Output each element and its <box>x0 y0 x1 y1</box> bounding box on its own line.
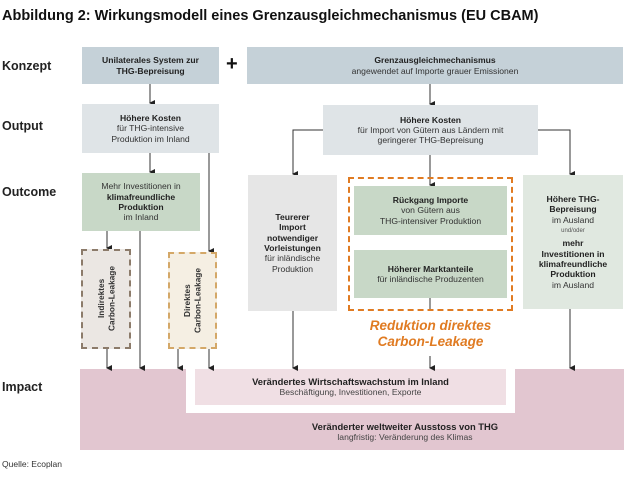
source-note: Quelle: Ecoplan <box>2 459 63 469</box>
figure-title: Abbildung 2: Wirkungsmodell eines Grenza… <box>2 8 539 24</box>
ausland-l2: Bepreisung <box>549 204 597 215</box>
row-label-output: Output <box>2 119 43 133</box>
output-import-box: Höhere Kosten für Import von Gütern aus … <box>323 105 538 155</box>
output-import-line2: geringerer THG-Bepreisung <box>377 135 484 146</box>
impact-wachstum-box: Verändertes Wirtschaftswachstum im Inlan… <box>195 369 506 405</box>
marktanteile-line1: für inländische Produzenten <box>377 274 484 284</box>
output-inland-line1: für THG-intensive <box>116 123 185 134</box>
row-label-outcome: Outcome <box>2 185 57 199</box>
teurerer-l5: für inländische <box>264 253 321 264</box>
ausland-connector: und/oder <box>561 228 585 235</box>
konzept-unilateral-box: Unilaterales System zur THG-Bepreisung <box>82 47 219 84</box>
konzept-cbam-box: Grenzausgleichmechanismus angewendet auf… <box>247 47 623 84</box>
ausland-l1: Höhere THG- <box>546 194 600 205</box>
teurerer-l2: Import <box>279 222 306 233</box>
ausstoss-heading: Veränderter weltweiter Ausstoss von THG <box>311 420 499 432</box>
reduktion-label: Reduktion direktes Carbon-Leakage <box>348 318 513 349</box>
unilateral-line2: THG-Bepreisung <box>116 65 185 76</box>
output-inland-box: Höhere Kosten für THG-intensive Produkti… <box>82 104 219 153</box>
invest-inland-line1: Mehr Investitionen in <box>101 181 181 192</box>
rueckgang-heading: Rückgang Importe <box>392 195 469 206</box>
invest-inland-line4: im Inland <box>123 212 159 223</box>
ausland-l4: mehr <box>562 238 584 249</box>
teurerer-l6: Produktion <box>271 263 314 274</box>
output-import-heading: Höhere Kosten <box>399 114 462 125</box>
output-import-line1: für Import von Gütern aus Ländern mit <box>357 124 504 135</box>
reduktion-dashed-frame <box>348 177 513 311</box>
rueckgang-line2: THG-intensiver Produktion <box>379 215 482 226</box>
rueckgang-importe-box: Rückgang Importe von Gütern aus THG-inte… <box>354 186 507 235</box>
cbam-heading: Grenzausgleichmechanismus <box>374 55 496 66</box>
ausstoss-sub: langfristig: Veränderung des Klimas <box>337 431 473 442</box>
unilateral-line1: Unilaterales System zur <box>102 55 199 66</box>
ausland-l8: im Ausland <box>551 279 595 290</box>
output-inland-heading: Höhere Kosten <box>119 113 182 124</box>
ausland-box: Höhere THG- Bepreisung im Ausland und/od… <box>523 175 623 309</box>
indirect-leakage-line1: Indirektes <box>95 279 106 319</box>
direct-leakage-line1: Direktes <box>182 284 193 317</box>
row-label-konzept: Konzept <box>2 59 52 73</box>
direct-leakage-box: Direktes Carbon-Leakage <box>168 252 217 349</box>
invest-inland-line3: Produktion <box>118 202 164 212</box>
direct-leakage-line2: Carbon-Leakage <box>192 267 203 333</box>
impact-ausstoss-box: Veränderter weltweiter Ausstoss von THG … <box>186 413 624 450</box>
reduktion-line2: Carbon-Leakage <box>377 333 484 349</box>
invest-inland-line2: klimafreundliche <box>106 191 176 202</box>
marktanteile-box: Höherer Marktanteile für inländische Pro… <box>354 250 507 298</box>
ausland-l7: Produktion <box>550 269 596 280</box>
ausland-l3: im Ausland <box>551 214 595 225</box>
plus-icon: + <box>226 53 238 75</box>
output-inland-line2: Produktion im Inland <box>111 133 190 144</box>
ausland-l5: Investitionen in <box>541 248 605 259</box>
teurerer-l4: Vorleistungen <box>264 243 321 253</box>
direct-leakage-text: Direktes Carbon-Leakage <box>182 268 203 333</box>
rueckgang-line1: von Gütern aus <box>401 205 460 216</box>
wachstum-heading: Verändertes Wirtschaftswachstum im Inlan… <box>252 376 449 388</box>
arrow-output-ausland <box>538 129 575 177</box>
row-label-impact: Impact <box>2 380 43 394</box>
teurerer-import-box: Teurerer Import notwendiger Vorleistunge… <box>248 175 337 311</box>
arrow-output-teurerer <box>292 129 323 177</box>
indirect-leakage-text: Indirektes Carbon-Leakage <box>96 266 117 331</box>
cbam-sub: angewendet auf Importe grauer Emissionen <box>351 65 519 76</box>
teurerer-l3: notwendiger <box>266 232 319 243</box>
indirect-leakage-box: Indirektes Carbon-Leakage <box>81 249 131 349</box>
wachstum-sub: Beschäftigung, Investitionen, Exporte <box>279 387 422 398</box>
ausland-l6: klimafreundliche <box>538 258 608 269</box>
outcome-invest-inland-box: Mehr Investitionen in klimafreundliche P… <box>82 173 200 231</box>
marktanteile-heading: Höherer Marktanteile <box>387 263 474 274</box>
reduktion-line1: Reduktion direktes <box>369 318 492 333</box>
teurerer-l1: Teurerer <box>275 212 310 223</box>
indirect-leakage-line2: Carbon-Leakage <box>106 266 116 332</box>
